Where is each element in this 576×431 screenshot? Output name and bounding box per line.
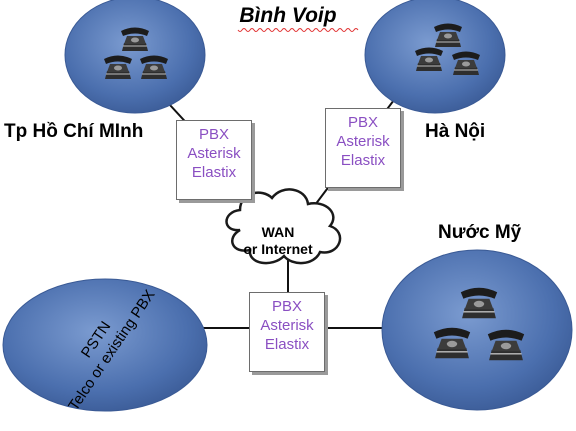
node-pstn bbox=[2, 278, 208, 412]
pbx-box-hanoi: PBX Asterisk Elastix bbox=[325, 108, 401, 188]
pbx-box-center: PBX Asterisk Elastix bbox=[249, 292, 325, 372]
pbx-line: PBX bbox=[271, 298, 302, 315]
pbx-line: Asterisk bbox=[187, 145, 241, 162]
pbx-line: Elastix bbox=[264, 336, 310, 353]
site-label-hcm: Tp Hồ Chí MInh bbox=[4, 121, 144, 142]
cloud-line: WAN bbox=[261, 224, 295, 240]
pbx-line: Elastix bbox=[191, 164, 237, 181]
pbx-line: Asterisk bbox=[260, 317, 314, 334]
site-label-usa: Nước Mỹ bbox=[438, 222, 522, 243]
site-label-hanoi: Hà Nội bbox=[425, 121, 486, 142]
pbx-line: PBX bbox=[347, 114, 378, 131]
pbx-line: PBX bbox=[198, 126, 229, 143]
pbx-line: Asterisk bbox=[336, 133, 390, 150]
diagram-title: Bình Voip bbox=[239, 4, 337, 27]
cloud-line: or Internet bbox=[243, 241, 313, 257]
cloud-label: WAN or Internet bbox=[233, 224, 323, 258]
title-underline bbox=[237, 28, 359, 32]
node-hcm bbox=[64, 0, 206, 114]
pbx-box-hcm: PBX Asterisk Elastix bbox=[176, 120, 252, 200]
node-usa bbox=[381, 249, 573, 411]
pbx-line: Elastix bbox=[340, 152, 386, 169]
